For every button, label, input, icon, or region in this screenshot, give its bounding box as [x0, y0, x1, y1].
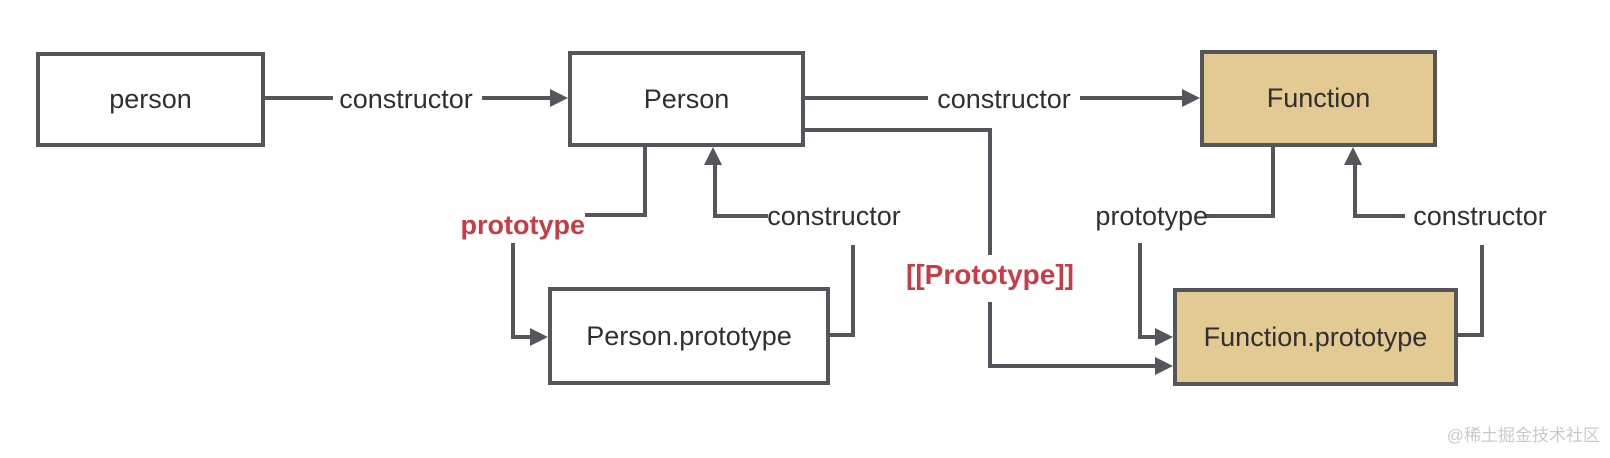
edge-f-vline-lower: [988, 302, 992, 368]
box-person-prototype: Person.prototype: [548, 287, 830, 385]
edge-i-hline-bottom: [1458, 333, 1484, 337]
arrow-up-icon: [1344, 147, 1362, 165]
arrow-right-icon: [1155, 357, 1173, 375]
box-function: Function: [1200, 50, 1437, 147]
edge-a-line-left: [265, 96, 333, 100]
arrow-right-icon: [550, 89, 568, 107]
edge-b-label: constructor: [937, 84, 1071, 114]
edge-e-hline-bottom: [830, 333, 855, 337]
watermark-text: @稀土掘金技术社区: [1446, 426, 1600, 445]
edge-a-line-right: [482, 96, 552, 100]
edge-g-hline: [1205, 214, 1275, 218]
box-function-prototype: Function.prototype: [1173, 288, 1458, 386]
edge-b-line-left: [805, 96, 928, 100]
edge-i-vline-right: [1480, 245, 1484, 337]
edge-f-hline-top: [805, 128, 992, 132]
edge-c-hline: [585, 213, 647, 217]
edge-i-label: constructor: [1413, 201, 1547, 231]
edge-f-vline-upper: [988, 128, 992, 255]
box-person: person: [36, 52, 265, 147]
edge-h-hline: [1138, 335, 1159, 339]
edge-e-vline-right: [851, 245, 855, 337]
arrow-right-icon: [530, 328, 548, 346]
box-person-prototype-label: Person.prototype: [586, 320, 792, 351]
box-function-prototype-label: Function.prototype: [1203, 321, 1428, 352]
arrow-right-icon: [1182, 89, 1200, 107]
edge-c-vline: [643, 147, 647, 217]
arrow-right-icon: [1155, 328, 1173, 346]
edge-d-vline: [511, 243, 515, 339]
edge-h-vline: [1138, 243, 1142, 339]
edge-e-label: constructor: [767, 201, 901, 231]
edge-i-hline-top: [1353, 214, 1405, 218]
edge-g-vline: [1271, 147, 1275, 218]
box-person-constructor: Person: [568, 51, 805, 147]
edge-c-label-prototype: prototype: [460, 210, 586, 240]
edge-f-label-internal-prototype: [[Prototype]]: [906, 259, 1074, 290]
edge-g-label: prototype: [1095, 201, 1208, 231]
edge-f-hline-bottom: [988, 364, 1155, 368]
edge-b-line-right: [1080, 96, 1184, 100]
edge-i-vline-left: [1353, 163, 1357, 218]
arrow-up-icon: [704, 147, 722, 165]
box-function-label: Function: [1266, 83, 1371, 113]
edge-e-hline-top: [713, 214, 768, 218]
edge-d-hline: [511, 335, 534, 339]
edge-e-vline-left: [713, 163, 717, 218]
edge-a-label: constructor: [339, 84, 473, 114]
box-person-constructor-label: Person: [643, 83, 730, 114]
box-person-label: person: [109, 84, 192, 114]
